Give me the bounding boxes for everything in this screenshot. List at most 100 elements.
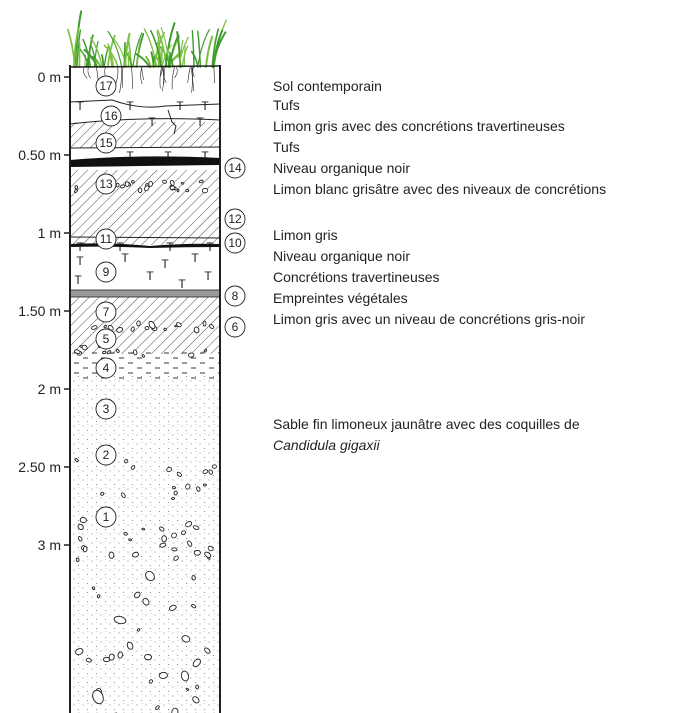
layer-number: 5 <box>103 332 110 346</box>
pebble <box>208 469 214 475</box>
grass-blade <box>132 32 143 68</box>
grass-blade <box>103 45 110 68</box>
pebble <box>100 491 105 496</box>
layer-marker-circle <box>95 357 117 379</box>
pebble <box>202 469 209 475</box>
layer-number: 8 <box>232 289 239 303</box>
tufa-marker: T <box>76 254 84 268</box>
root-line <box>190 66 195 92</box>
layer-marker-10: 10 <box>224 232 246 254</box>
grass-blade <box>125 52 133 68</box>
layer-number: 9 <box>103 265 110 279</box>
grass-blade <box>66 28 76 68</box>
pebble <box>159 542 167 548</box>
layer-12-13-hatched-silt <box>70 170 220 245</box>
pebble <box>116 327 124 333</box>
grass-blade <box>107 30 123 68</box>
layer-8-plant-imprints <box>70 289 220 298</box>
root-line <box>171 66 175 90</box>
pebble <box>168 604 177 611</box>
pebble <box>155 705 160 711</box>
tufa-marker: T <box>146 269 154 283</box>
crack-16 <box>167 109 177 135</box>
root-line <box>160 66 164 77</box>
grass-blade <box>150 29 162 68</box>
pebble <box>75 557 80 562</box>
pebble <box>202 483 207 487</box>
pebble <box>137 187 143 194</box>
pebble <box>185 483 191 490</box>
pebble <box>173 555 179 561</box>
pebble <box>192 525 200 531</box>
tufa-marker: T <box>178 277 186 291</box>
grass-blade <box>191 30 195 68</box>
pebble <box>158 671 168 679</box>
pebble <box>148 181 153 187</box>
root-line <box>192 66 195 78</box>
pebble <box>159 526 165 532</box>
layer-marker-circle <box>224 232 246 254</box>
pebble <box>192 658 201 668</box>
layer-5-7-hatched-silt <box>70 296 220 354</box>
pebble <box>119 184 126 189</box>
pebble <box>171 547 178 552</box>
pebble <box>92 689 104 705</box>
pebble <box>115 349 120 353</box>
pebble <box>142 597 150 606</box>
layer-description: Sable fin limoneux jaunâtre avec des coq… <box>273 416 580 432</box>
layer-marker-circle <box>224 316 246 338</box>
pebble <box>130 326 135 332</box>
pebble <box>207 545 214 552</box>
layer-marker-circle <box>95 444 117 466</box>
pebble <box>172 486 176 490</box>
contact-line-12 <box>70 236 220 239</box>
layer-marker-1: 1 <box>95 506 117 528</box>
layer-15-hatched-silt <box>70 122 220 148</box>
grass-blade <box>86 34 94 68</box>
layer-marker-12: 12 <box>224 208 246 230</box>
pebble <box>91 325 98 330</box>
grass-blade <box>87 55 103 68</box>
pebble <box>123 459 129 464</box>
layer-number: 13 <box>99 177 113 191</box>
layer-number: 12 <box>228 212 242 226</box>
layer-marker-8: 8 <box>224 285 246 307</box>
pebble <box>202 320 207 327</box>
layer-description: Sol contemporain <box>273 78 382 94</box>
pebble <box>106 350 112 355</box>
layer-marker-17: 17 <box>95 75 117 97</box>
pebble <box>191 575 196 581</box>
pebble <box>132 349 138 356</box>
tufa-marker: T <box>148 115 156 129</box>
layer-marker-9: 9 <box>95 261 117 283</box>
pebble <box>92 586 96 591</box>
pebble <box>196 486 201 492</box>
grass-blade <box>161 44 173 68</box>
layer-marker-11: 11 <box>95 228 117 250</box>
pebble <box>145 570 155 582</box>
pebble <box>136 320 141 327</box>
grass-blade <box>107 43 115 68</box>
grass-blade <box>178 36 189 68</box>
grass-blade <box>108 51 114 68</box>
layer-description: Limon blanc grisâtre avec des niveaux de… <box>273 181 606 197</box>
soil-column: TTTTTTTTTTTTTTTTTTTTT <box>70 66 220 713</box>
pebble <box>180 181 185 185</box>
pebbles-and-concretions <box>74 179 217 713</box>
layer-marker-circle <box>224 157 246 179</box>
root-line <box>141 66 144 81</box>
layer-marker-5: 5 <box>95 328 117 350</box>
pebble <box>75 648 84 656</box>
pebble <box>169 179 175 186</box>
root-line <box>213 66 216 84</box>
grass-blade <box>76 29 82 68</box>
pebble <box>201 187 209 194</box>
layer-marker-2: 2 <box>95 444 117 466</box>
depth-tick-label: 2.50 m <box>18 459 61 475</box>
depth-tick-label: 1.50 m <box>18 303 61 319</box>
grass-blade <box>101 54 105 68</box>
pebble <box>163 327 167 332</box>
depth-tick-label: 3 m <box>38 537 61 553</box>
